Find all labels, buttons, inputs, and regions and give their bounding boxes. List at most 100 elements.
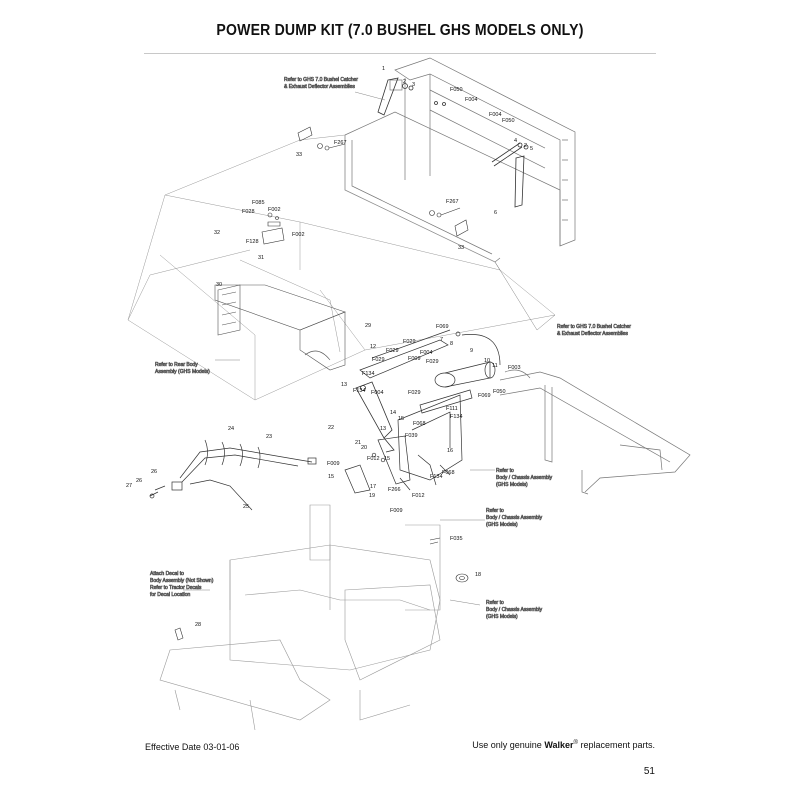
- part-label: 13: [380, 426, 386, 432]
- part-label: 8: [450, 341, 453, 347]
- part-label: 2: [524, 143, 527, 149]
- note-chassis-b-3: (GHS Models): [486, 522, 518, 528]
- part-label: F111: [446, 406, 458, 412]
- bracket-33-top: [297, 126, 346, 151]
- part-label: 2: [403, 79, 406, 85]
- part-label: 33: [458, 245, 464, 251]
- part-label: 24: [228, 426, 234, 432]
- part-label: F050: [493, 389, 506, 395]
- part-label: 29: [365, 323, 371, 329]
- part-label: 25: [243, 504, 249, 510]
- note-catcher-top-2: & Exhaust Deflector Assemblies: [284, 84, 355, 90]
- part-label: 21: [355, 440, 361, 446]
- note-rear-body-2: Assembly (GHS Models): [155, 369, 210, 375]
- body-chassis-outline: [159, 504, 441, 731]
- part-label: 22: [328, 425, 334, 431]
- brand-mark: ®: [573, 740, 578, 746]
- brand-name: Walker: [544, 740, 574, 750]
- dump-link-right: [491, 142, 529, 208]
- part-label: 20: [361, 445, 367, 451]
- part-label: F029: [372, 357, 385, 363]
- part-label: 32: [214, 230, 220, 236]
- footer-prefix: Use only genuine: [472, 740, 542, 750]
- part-label: 4: [514, 138, 517, 144]
- part-label: F012: [367, 456, 380, 462]
- note-chassis-b-1: Refer to: [486, 508, 504, 514]
- part-label: F002: [292, 232, 305, 238]
- note-catcher-right-2: & Exhaust Deflector Assemblies: [557, 331, 628, 337]
- part-label: F134: [362, 371, 375, 377]
- part-label: F004: [465, 97, 478, 103]
- note-decal-2: Body Assembly (Not Shown): [150, 578, 214, 584]
- effective-date: Effective Date 03-01-06: [145, 742, 240, 752]
- part-label: 23: [266, 434, 272, 440]
- part-label: 1: [382, 66, 385, 72]
- page-number: 51: [643, 766, 655, 777]
- part-label: 15: [398, 416, 404, 422]
- actuator-motor: [419, 331, 501, 414]
- lower-linkage: [344, 435, 411, 494]
- part-label: 5: [530, 146, 533, 152]
- note-decal-3: Refer to Tractor Decals: [150, 585, 202, 591]
- part-label: 14: [390, 410, 396, 416]
- part-label: F039: [405, 433, 418, 439]
- note-chassis-c-3: (GHS Models): [486, 614, 518, 620]
- part-label: 15: [328, 474, 334, 480]
- tractor-arm-frame: [499, 369, 691, 495]
- part-label: F035: [450, 536, 463, 542]
- part-label: F134: [430, 474, 443, 480]
- latch-assembly: [261, 212, 285, 245]
- rear-body-panel: [214, 284, 346, 371]
- part-label: F266: [388, 487, 401, 493]
- part-label: 28: [195, 622, 201, 628]
- part-label: 6: [494, 210, 497, 216]
- part-label: 3: [412, 82, 415, 88]
- note-catcher-right-1: Refer to GHS 7.0 Bushel Catcher: [557, 324, 631, 330]
- decal-part-28: [174, 627, 184, 641]
- part-label: F069: [478, 393, 491, 399]
- part-label: F267: [446, 199, 459, 205]
- footer-suffix: replacement parts.: [580, 740, 655, 750]
- catcher-hopper-outline: [127, 134, 556, 401]
- part-label: F267: [334, 140, 347, 146]
- part-label: 12: [370, 344, 376, 350]
- part-label: F002: [268, 207, 281, 213]
- part-label: 31: [258, 255, 264, 261]
- note-chassis-a-3: (GHS Models): [496, 482, 528, 488]
- part-label: F004: [371, 390, 384, 396]
- leader-lines: [183, 91, 556, 606]
- note-chassis-c-2: Body / Chassis Assembly: [486, 607, 543, 613]
- part-label: F068: [442, 470, 455, 476]
- part-label: F004: [420, 350, 433, 356]
- part-label: F134: [353, 388, 366, 394]
- part-label: 15: [384, 456, 390, 462]
- part-label: F128: [246, 239, 259, 245]
- part-labels: 1 F050 2 3 F004 F004 F050 4 2 5 33 F267 …: [126, 66, 533, 628]
- dump-link-top: [377, 77, 446, 116]
- bushing-part-18: [455, 573, 469, 583]
- part-label: F012: [412, 493, 425, 499]
- bracket-33-bottom: [429, 207, 469, 237]
- part-label: F050: [450, 87, 463, 93]
- part-label: 17: [370, 484, 376, 490]
- part-label: F050: [502, 118, 515, 124]
- part-label: F029: [403, 339, 416, 345]
- part-label: F134: [450, 414, 463, 420]
- note-decal-4: for Decal Location: [150, 592, 191, 598]
- part-label: F085: [252, 200, 265, 206]
- note-chassis-b-2: Body / Chassis Assembly: [486, 515, 543, 521]
- part-label: F068: [413, 421, 426, 427]
- part-label: F003: [508, 365, 521, 371]
- title-rule: [144, 53, 656, 54]
- note-chassis-a-1: Refer to: [496, 468, 514, 474]
- part-label: 19: [369, 493, 375, 499]
- note-catcher-top-1: Refer to GHS 7.0 Bushel Catcher: [284, 77, 358, 83]
- part-label: F029: [408, 390, 421, 396]
- part-label: F029: [386, 348, 399, 354]
- part-label: 30: [216, 282, 222, 288]
- part-label: 7: [440, 337, 443, 343]
- part-label: F004: [489, 112, 502, 118]
- part-label: 33: [296, 152, 302, 158]
- part-label: F009: [408, 356, 421, 362]
- part-label: F009: [327, 461, 340, 467]
